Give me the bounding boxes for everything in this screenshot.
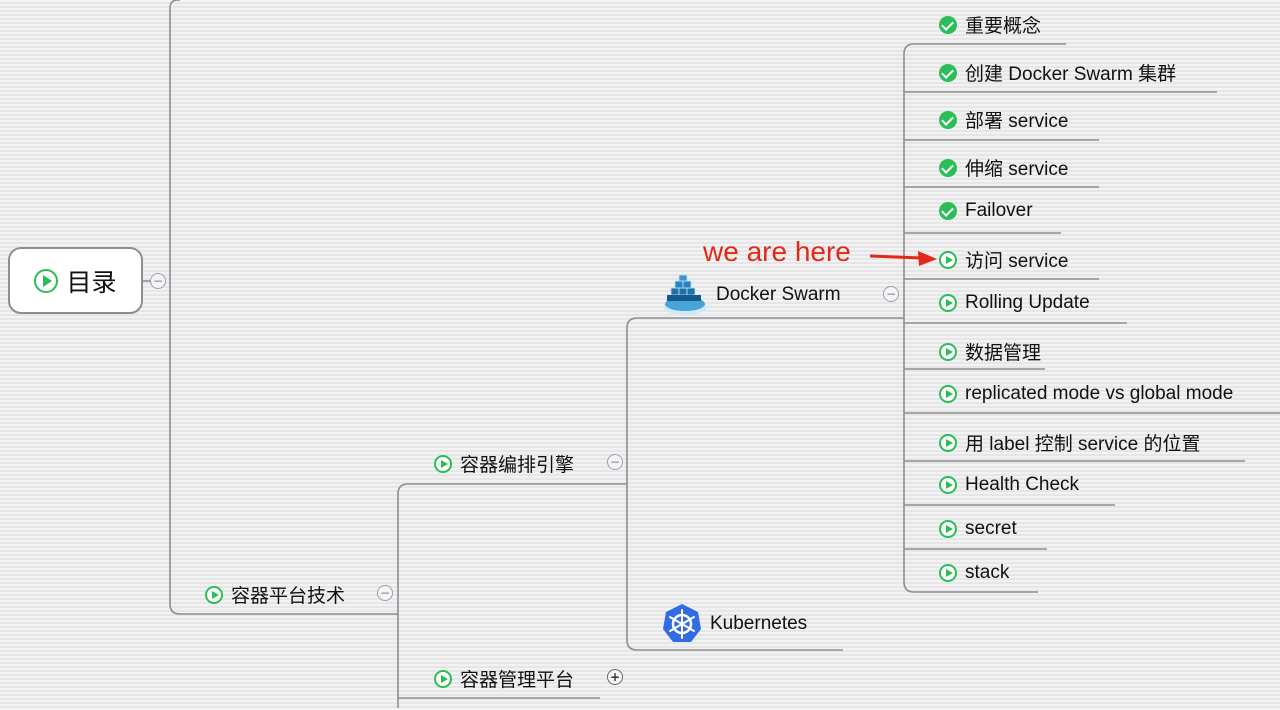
collapse-root-toggle[interactable]: − — [150, 273, 166, 289]
branch-node-label: 容器平台技术 — [231, 586, 346, 607]
node-docker-swarm[interactable]: Docker Swarm — [662, 274, 841, 316]
check-circle-icon — [939, 110, 957, 129]
topic-label: Health Check — [965, 474, 1080, 495]
play-circle-icon — [939, 250, 957, 269]
root-node[interactable]: 目录 — [8, 247, 143, 314]
play-circle-icon — [434, 669, 452, 688]
check-circle-icon — [939, 63, 957, 82]
branch-node-container-platform[interactable]: 容器平台技术 — [205, 581, 345, 608]
kubernetes-logo-icon — [662, 603, 702, 645]
play-circle-icon — [939, 342, 957, 361]
topic-label: 用 label 控制 service 的位置 — [965, 434, 1201, 455]
topic-label: Rolling Update — [965, 292, 1090, 313]
root-node-label: 目录 — [66, 268, 117, 297]
play-circle-icon — [939, 476, 957, 494]
node-management-label: 容器管理平台 — [460, 670, 575, 691]
topic-label: Failover — [965, 200, 1033, 221]
topic-label: 重要概念 — [965, 16, 1042, 37]
topic-label: replicated mode vs global mode — [965, 383, 1234, 404]
topic-node[interactable]: Health Check — [939, 474, 1079, 496]
topic-node[interactable]: Rolling Update — [939, 292, 1090, 314]
check-circle-icon — [939, 158, 957, 177]
check-circle-icon — [939, 202, 957, 220]
play-circle-icon — [939, 294, 957, 312]
topic-node[interactable]: secret — [939, 518, 1017, 540]
play-circle-icon — [434, 454, 452, 473]
play-circle-icon — [34, 268, 59, 293]
annotation-arrow — [869, 251, 937, 266]
play-circle-icon — [939, 520, 957, 538]
topic-node-current[interactable]: 访问 service — [939, 246, 1068, 273]
topic-label: stack — [965, 562, 1010, 583]
collapse-orchestration-toggle[interactable]: − — [607, 454, 623, 470]
topic-node[interactable]: 用 label 控制 service 的位置 — [939, 429, 1200, 456]
topic-node[interactable]: replicated mode vs global mode — [939, 383, 1233, 405]
collapse-branch-toggle[interactable]: − — [377, 585, 393, 601]
topic-node[interactable]: 重要概念 — [939, 11, 1041, 38]
annotation-we-are-here: we are here — [703, 236, 851, 267]
node-docker-swarm-label: Docker Swarm — [716, 284, 841, 305]
topic-label: 数据管理 — [965, 343, 1042, 364]
topic-label: 部署 service — [965, 111, 1069, 132]
docker-logo-icon — [662, 274, 708, 316]
check-circle-icon — [939, 15, 957, 34]
expand-management-toggle[interactable]: + — [607, 669, 623, 685]
topic-label: 创建 Docker Swarm 集群 — [965, 64, 1177, 85]
node-orchestration-engine[interactable]: 容器编排引擎 — [434, 450, 574, 477]
topic-node[interactable]: 伸缩 service — [939, 154, 1068, 181]
topic-label: secret — [965, 518, 1017, 539]
collapse-swarm-toggle[interactable]: − — [883, 286, 899, 302]
topic-label: 伸缩 service — [965, 159, 1069, 180]
topic-node[interactable]: 创建 Docker Swarm 集群 — [939, 59, 1176, 86]
node-kubernetes[interactable]: Kubernetes — [662, 603, 807, 645]
node-orchestration-label: 容器编排引擎 — [460, 455, 575, 476]
topic-node[interactable]: 部署 service — [939, 106, 1068, 133]
play-circle-icon — [205, 585, 223, 604]
topic-label: 访问 service — [965, 251, 1069, 272]
topic-node[interactable]: stack — [939, 562, 1009, 584]
node-kubernetes-label: Kubernetes — [710, 613, 808, 634]
node-management-platform[interactable]: 容器管理平台 — [434, 665, 574, 692]
topic-node[interactable]: Failover — [939, 200, 1033, 222]
play-circle-icon — [939, 564, 957, 582]
play-circle-icon — [939, 433, 957, 452]
play-circle-icon — [939, 385, 957, 403]
topic-node[interactable]: 数据管理 — [939, 338, 1041, 365]
